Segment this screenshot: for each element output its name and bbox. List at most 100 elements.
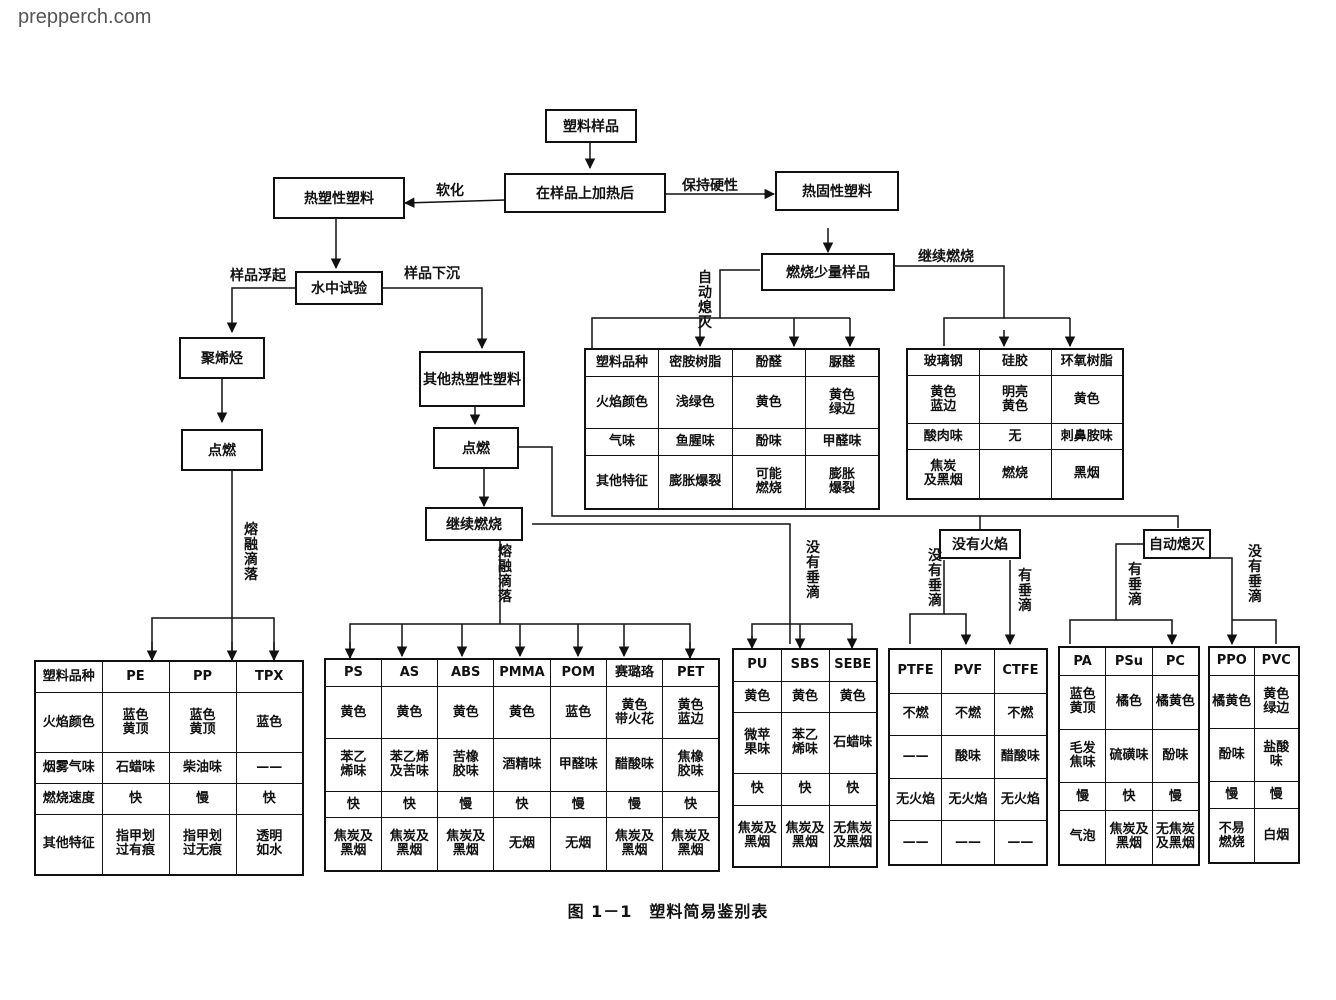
table-row: 黄色蓝边明亮黄色黄色: [906, 374, 1124, 425]
table-cell: 焦橡胶味: [662, 738, 720, 792]
table-cell: 快: [732, 773, 782, 806]
node-sample-label: 塑料样品: [563, 118, 619, 135]
table-cell: PPO: [1208, 646, 1255, 676]
table-cell: ——: [993, 820, 1048, 866]
table-cell: 火焰颜色: [34, 692, 103, 754]
edge-label-melt-drip-2: 熔融滴落: [498, 543, 513, 605]
table-cell: 黄色: [380, 686, 439, 740]
table-thermoset-a: 塑料品种密胺树脂酚醛脲醛火焰颜色浅绿色黄色黄色绿边气味鱼腥味酚味甲醛味其他特征膨…: [584, 348, 880, 510]
table-cell: 硫磺味: [1105, 728, 1153, 784]
table-cell: 盐酸味: [1253, 727, 1300, 783]
table-cell: 焦炭及黑烟: [780, 804, 830, 868]
table-cell: 焦炭及黑烟: [324, 817, 382, 872]
figure-caption: 图 1－1 塑料简易鉴别表: [567, 902, 769, 921]
table-row: 焦炭及黑烟焦炭及黑烟焦炭及黑烟无烟无烟焦炭及黑烟焦炭及黑烟: [324, 817, 720, 872]
node-keep-burning: 继续燃烧: [425, 507, 523, 541]
table-cell: 无烟: [549, 817, 607, 872]
node-self-extinguish-label: 自动熄灭: [1149, 536, 1206, 553]
table-cell: SEBE: [828, 648, 878, 682]
table-cell: 燃烧速度: [34, 782, 103, 815]
table-row: 微苹果味苯乙烯味石蜡味: [732, 712, 878, 775]
node-thermoset: 热固性塑料: [775, 171, 899, 211]
edge-label-no-drip-1: 没有垂滴: [806, 540, 821, 601]
edge-label-self-extinguish: 自动熄灭: [697, 269, 713, 331]
table-cell: PA: [1058, 646, 1107, 677]
table-cell: 苯乙烯及苦味: [380, 738, 439, 792]
table-cell: 环氧树脂: [1050, 348, 1124, 376]
table-cell: 无火焰: [993, 777, 1048, 822]
edge-label-keep-hard: 保持硬性: [681, 177, 738, 194]
table-row: 燃烧速度快慢快: [34, 782, 304, 815]
table-cell: 慢: [605, 790, 664, 819]
node-sample: 塑料样品: [545, 109, 637, 143]
table-cell: 快: [324, 790, 382, 819]
node-ignite-2: 点燃: [433, 427, 519, 469]
table-cell: PET: [662, 658, 720, 688]
table-row: 焦炭及黑烟焦炭及黑烟无焦炭及黑烟: [732, 804, 878, 868]
node-polyolefin: 聚烯烃: [179, 337, 265, 379]
table-cell: 蓝色: [235, 692, 304, 754]
edge-label-no-drip-3: 没有垂滴: [1248, 544, 1263, 605]
table-cell: 快: [780, 773, 830, 806]
edge-label-continue-burn: 继续燃烧: [918, 248, 974, 265]
table-row: 焦炭及黑烟燃烧黑烟: [906, 448, 1124, 500]
table-cell: 可能燃烧: [731, 455, 806, 510]
table-row: 烟雾气味石蜡味柴油味——: [34, 752, 304, 784]
node-burn-small: 燃烧少量样品: [761, 253, 895, 291]
edge-label-soften: 软化: [436, 182, 464, 199]
table-cell: 柴油味: [168, 752, 237, 784]
table-cell: 不易燃烧: [1208, 808, 1255, 864]
table-cell: 不燃: [993, 692, 1048, 737]
table-cell: ——: [888, 735, 943, 779]
connectors: [146, 142, 1277, 662]
table-cell: 黄色: [732, 680, 782, 714]
table-cell: 慢: [1151, 782, 1200, 811]
table-cell: 黄色: [1050, 374, 1124, 425]
table-cell: PP: [168, 660, 237, 694]
node-no-flame: 没有火焰: [939, 529, 1021, 559]
table-cell: PSu: [1105, 646, 1153, 677]
table-row: 酸肉味无刺鼻胺味: [906, 423, 1124, 450]
table-cell: 酸肉味: [906, 423, 980, 450]
table-cell: 塑料品种: [34, 660, 103, 694]
table-cell: PE: [101, 660, 170, 694]
table-cell: 甲醛味: [805, 428, 880, 457]
table-cell: 无: [978, 423, 1052, 450]
table-cell: 焦炭及黑烟: [662, 817, 720, 872]
table-cell: 微苹果味: [732, 712, 782, 775]
table-cell: 黄色蓝边: [662, 686, 720, 740]
table-cell: 赛璐珞: [605, 658, 664, 688]
table-cell: 慢: [1253, 781, 1300, 810]
edge-label-float: 样品浮起: [230, 267, 287, 284]
table-cell: TPX: [235, 660, 304, 694]
table-row: 黄色黄色黄色: [732, 680, 878, 714]
edge-label-drip-1: 有垂滴: [1018, 567, 1032, 614]
table-cell: 无火焰: [888, 777, 943, 822]
table-cell: PC: [1151, 646, 1200, 677]
table-cell: ——: [888, 820, 943, 866]
edge-label-melt-drip-1: 熔融滴落: [244, 521, 259, 583]
table-cell: 浅绿色: [658, 376, 733, 430]
table-cell: 慢: [437, 790, 495, 819]
table-cell: 蓝色黄顶: [168, 692, 237, 754]
table-cell: 鱼腥味: [658, 428, 733, 457]
table-cell: 快: [493, 790, 551, 819]
table-cell: 塑料品种: [584, 348, 659, 378]
node-other-thermoplastic: 其他热塑性塑料: [419, 351, 525, 407]
table-cell: 黄色绿边: [805, 376, 880, 430]
table-cell: 其他特征: [34, 813, 103, 876]
table-cell: 硅胶: [978, 348, 1052, 376]
node-water-test: 水中试验: [295, 271, 383, 305]
table-row: ——————: [888, 820, 1048, 866]
table-cell: 透明如水: [235, 813, 304, 876]
table-row: 酚味盐酸味: [1208, 727, 1300, 783]
table-cell: 黑烟: [1050, 448, 1124, 500]
table-cell: 快: [380, 790, 439, 819]
table-row: 毛发焦味硫磺味酚味: [1058, 728, 1200, 784]
